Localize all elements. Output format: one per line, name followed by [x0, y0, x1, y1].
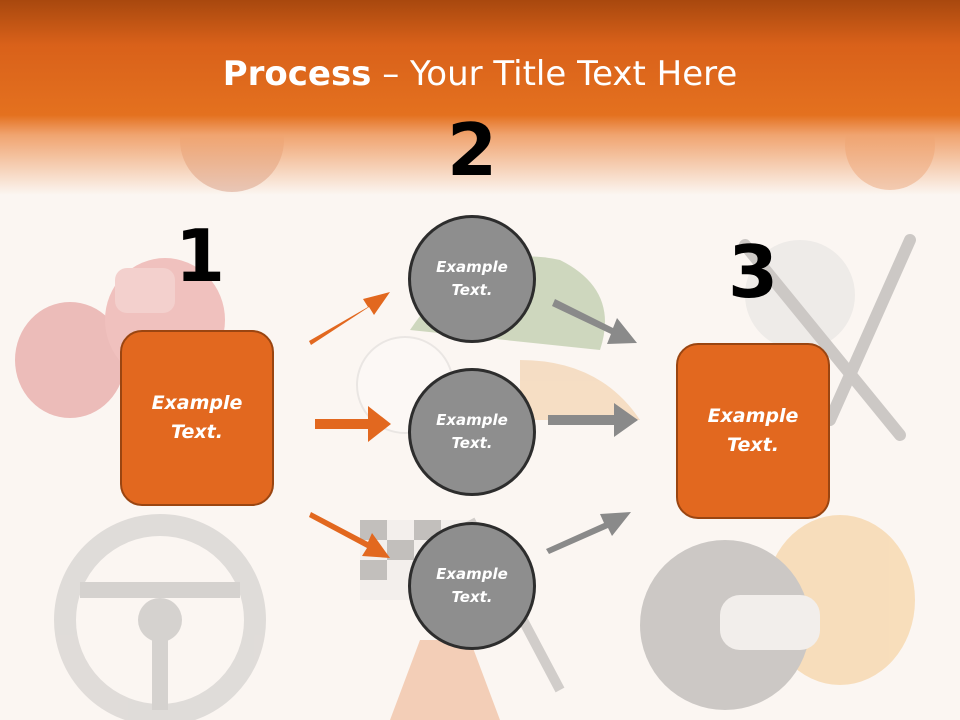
step-2-middle-text: Example Text. — [436, 409, 508, 455]
step-1-line2: Text. — [171, 421, 223, 443]
step-2-top-line2: Text. — [451, 281, 493, 299]
page-title: Process – Your Title Text Here — [0, 52, 960, 96]
step-2-circle-middle[interactable]: Example Text. — [408, 368, 536, 496]
gray-arrow-down — [552, 299, 637, 344]
step-1-line1: Example — [151, 392, 243, 414]
title-bold: Process — [222, 54, 372, 94]
step-2-circle-top[interactable]: Example Text. — [408, 215, 536, 343]
traffic-cone-icon — [390, 640, 500, 720]
step-3-text: Example Text. — [708, 402, 799, 460]
step-2-middle-line1: Example — [436, 411, 508, 429]
steering-wheel-icon — [54, 514, 266, 720]
step-2-bottom-line2: Text. — [451, 588, 493, 606]
step-3-line1: Example — [707, 405, 799, 427]
header-band — [0, 0, 960, 195]
step-2-circle-bottom[interactable]: Example Text. — [408, 522, 536, 650]
step-2-top-text: Example Text. — [436, 256, 508, 302]
orange-arrow-right — [315, 406, 391, 442]
step-number-2: 2 — [446, 108, 498, 192]
step-1-text: Example Text. — [152, 389, 243, 447]
gray-arrow-right — [548, 403, 638, 437]
golf-ball-icon — [745, 240, 855, 350]
step-2-bottom-text: Example Text. — [436, 563, 508, 609]
step-number-3: 3 — [727, 230, 779, 314]
step-number-1: 1 — [174, 214, 226, 298]
title-rest: – Your Title Text Here — [371, 54, 738, 94]
racing-helmet-icon — [640, 515, 915, 710]
step-1-box[interactable]: Example Text. — [120, 330, 274, 506]
orange-arrow-down — [309, 512, 390, 558]
step-2-bottom-line1: Example — [436, 565, 508, 583]
step-3-box[interactable]: Example Text. — [676, 343, 830, 519]
orange-arrow-up — [309, 292, 390, 345]
step-3-line2: Text. — [727, 434, 779, 456]
step-2-top-line1: Example — [436, 258, 508, 276]
gray-arrow-up — [546, 512, 631, 554]
step-2-middle-line2: Text. — [451, 434, 493, 452]
hockey-sticks-icon — [739, 234, 916, 441]
